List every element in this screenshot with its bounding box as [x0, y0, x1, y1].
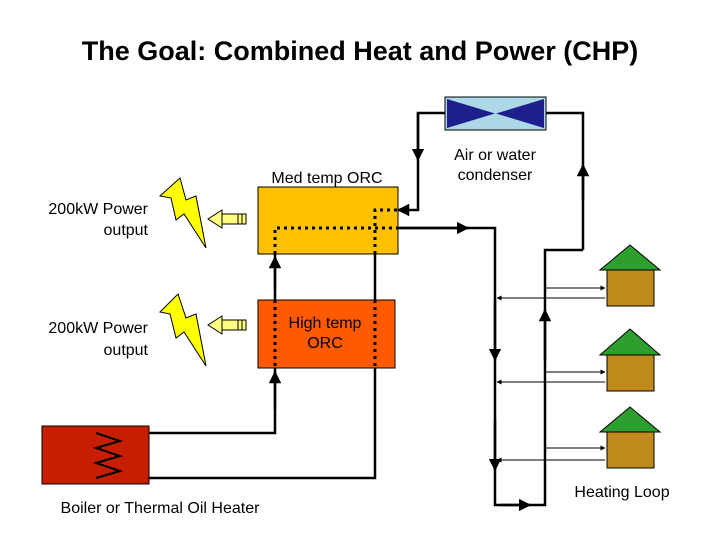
- boiler-pipes: [149, 368, 377, 480]
- power-output-bottom-line1: 200kW Power: [48, 320, 148, 337]
- lightning-icon-bottom: [158, 293, 207, 367]
- power-output-top-line1: 200kW Power: [48, 201, 148, 218]
- lightning-icon-top: [158, 177, 207, 249]
- condenser-label-line2: condenser: [458, 167, 533, 184]
- condenser-pipes: [396, 111, 590, 250]
- high-temp-orc-box: [257, 299, 396, 369]
- heating-loop-pipes: [398, 221, 583, 512]
- heating-loop-label: Heating Loop: [574, 484, 669, 501]
- boiler: [41, 425, 150, 485]
- house-1: [598, 244, 662, 307]
- house-2: [598, 328, 662, 392]
- power-output-top-line2: output: [104, 222, 149, 239]
- high-orc-label-line2: ORC: [307, 335, 343, 352]
- house-3: [598, 406, 662, 469]
- med-orc-label: Med temp ORC: [271, 170, 382, 187]
- power-arrow-top: [207, 209, 247, 229]
- med-temp-orc-box: [257, 186, 399, 255]
- power-output-bottom-line2: output: [104, 342, 149, 359]
- condenser-label-line1: Air or water: [454, 147, 536, 164]
- condenser: [444, 96, 547, 131]
- orc-link-pipes: [268, 254, 377, 300]
- house-branches: [496, 285, 606, 463]
- power-arrow-bottom: [207, 315, 247, 335]
- boiler-label: Boiler or Thermal Oil Heater: [61, 500, 261, 517]
- page-title: The Goal: Combined Heat and Power (CHP): [82, 36, 639, 66]
- high-orc-label-line1: High temp: [289, 315, 362, 332]
